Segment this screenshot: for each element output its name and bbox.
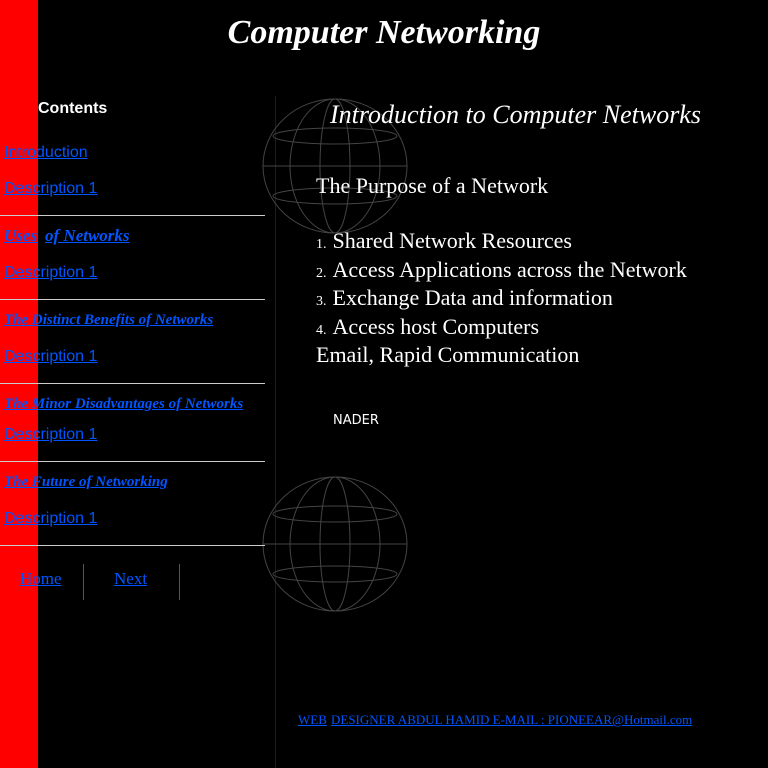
list-text: Exchange Data and information (332, 285, 613, 310)
purpose-list: 1. Shared Network Resources 2. Access Appl… (316, 228, 687, 342)
list-number: 4. (316, 322, 327, 338)
home-link[interactable]: Home (20, 569, 62, 588)
link-description[interactable]: Description 1 (4, 426, 98, 443)
link-benefits[interactable]: The Distinct Benefits of Networks (4, 312, 214, 328)
section-heading: Introduction to Computer Networks (330, 100, 701, 129)
footer-web-link[interactable]: WEB (298, 712, 327, 727)
link-description[interactable]: Description 1 (4, 348, 98, 365)
globe-icon (262, 98, 408, 234)
separator (0, 545, 265, 546)
divider (275, 96, 276, 768)
link-introduction[interactable]: Introduction (4, 144, 88, 161)
subheading: The Purpose of a Network (316, 173, 549, 198)
list-number: 3. (316, 294, 327, 309)
contents-heading: Contents (38, 100, 108, 117)
left-red-bar (0, 0, 38, 768)
link-description[interactable]: Description 1 (4, 180, 98, 197)
extra-line: Email, Rapid Communication (316, 342, 580, 367)
separator (0, 383, 265, 384)
list-item: 4. Access host Computers (316, 314, 687, 343)
list-text: Access Applications across the Network (332, 256, 687, 282)
list-text: Access host Computers (332, 313, 540, 339)
footer-designer-link[interactable]: DESIGNER ABDUL HAMID E-MAIL : PIONEEAR@H… (331, 712, 693, 727)
list-text: Shared Network Resources (332, 228, 573, 253)
link-uses[interactable]: Uses (4, 226, 38, 245)
separator (0, 215, 265, 216)
nav-divider (179, 564, 180, 600)
separator (0, 461, 265, 462)
next-link[interactable]: Next (114, 569, 148, 588)
list-item: 3. Exchange Data and information (316, 285, 687, 314)
list-number: 2. (316, 265, 327, 281)
link-of-networks[interactable]: of Networks (45, 226, 130, 245)
list-item: 2. Access Applications across the Network (316, 257, 687, 286)
link-future[interactable]: The Future of Networking (4, 474, 168, 490)
separator (0, 299, 265, 300)
page-title: Computer Networking (227, 14, 541, 51)
nav-divider (83, 564, 84, 600)
list-item: 1. Shared Network Resources (316, 228, 687, 257)
globe-icon (262, 476, 408, 612)
list-number: 1. (316, 237, 327, 252)
link-description[interactable]: Description 1 (4, 264, 98, 281)
link-disadvantages[interactable]: The Minor Disadvantages of Networks (4, 396, 244, 412)
link-description[interactable]: Description 1 (4, 510, 98, 527)
author-name: NADER (333, 413, 379, 428)
